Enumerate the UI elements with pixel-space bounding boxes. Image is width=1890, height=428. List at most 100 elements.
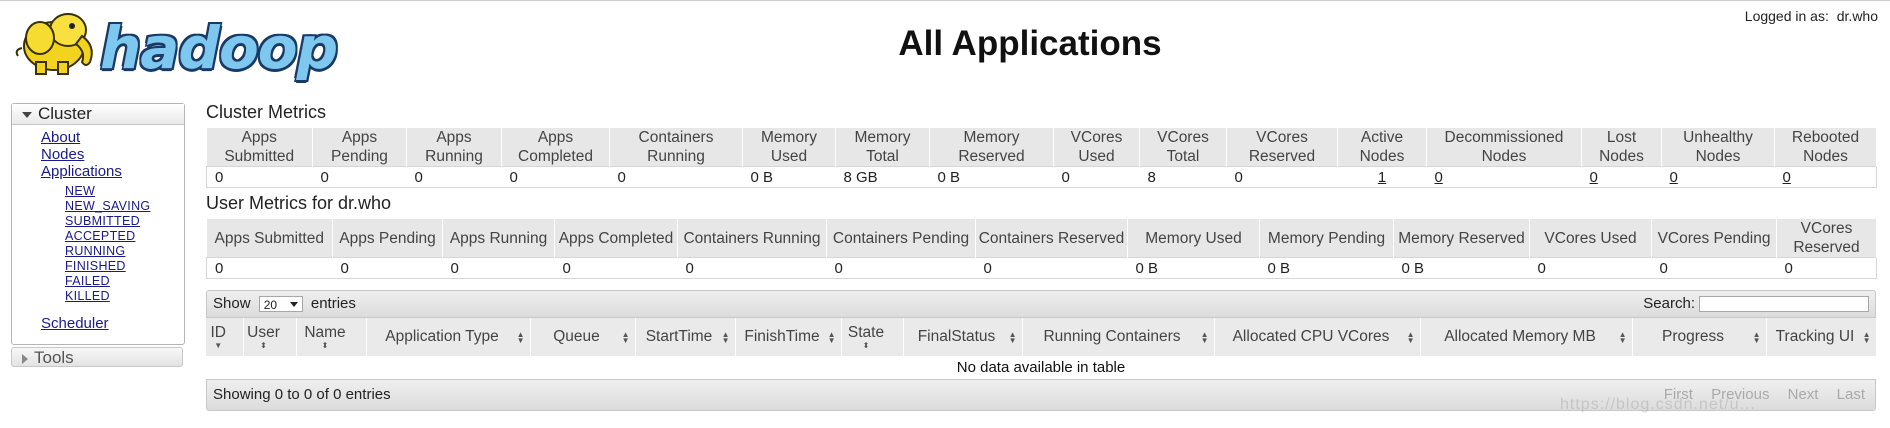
col-header-finishtime[interactable]: FinishTime ▲▼ [735, 318, 842, 356]
cm-header: Memory Reserved [929, 128, 1054, 167]
nav-link-state-accepted[interactable]: ACCEPTED [65, 229, 136, 243]
cm-value: 8 [1139, 166, 1227, 188]
rebooted-nodes-link[interactable]: 0 [1782, 168, 1791, 186]
um-value: 0 [1776, 257, 1877, 279]
sort-icon: ▲▼ [516, 330, 525, 345]
cm-value: 8 GB [835, 166, 930, 188]
caret-down-icon [289, 302, 298, 308]
sort-icon: ⬍ [260, 341, 267, 350]
nav-link-state-new[interactable]: NEW [65, 184, 96, 198]
col-header-id[interactable]: ID▼ [206, 318, 244, 356]
cluster-nav-header[interactable]: Cluster [12, 104, 184, 125]
nav-link-state-running[interactable]: RUNNING [65, 244, 126, 258]
col-label: Progress [1661, 328, 1725, 345]
col-header-queue[interactable]: Queue▲▼ [530, 318, 636, 356]
um-value: 0 B [1393, 257, 1530, 279]
cm-header: Lost Nodes [1581, 128, 1662, 167]
nav-link-state-submitted[interactable]: SUBMITTED [65, 214, 140, 228]
cm-value: 0 [312, 166, 407, 188]
cm-value: 0 B [929, 166, 1054, 188]
col-header-allocated-cpu-vcores[interactable]: Allocated CPU VCores▲▼ [1214, 318, 1421, 356]
col-header-application-type[interactable]: Application Type ▲▼ [366, 318, 531, 356]
sort-icon: ▲▼ [1618, 330, 1627, 345]
lost-nodes-link[interactable]: 0 [1589, 168, 1598, 186]
cluster-nav: Cluster About Nodes Applications NEW NEW… [11, 103, 185, 345]
table-footer: Showing 0 to 0 of 0 entries First Previo… [206, 379, 1876, 411]
cluster-metrics-table: Apps Submitted Apps Pending Apps Running… [206, 128, 1877, 188]
search-input[interactable] [1699, 296, 1869, 313]
col-header-allocated-memory-mb[interactable]: Allocated Memory MB ▲▼ [1420, 318, 1633, 356]
unhealthy-nodes-link[interactable]: 0 [1669, 168, 1678, 186]
cm-value: 0 [1226, 166, 1338, 188]
um-value: 0 [975, 257, 1128, 279]
tools-nav-header[interactable]: Tools [11, 347, 183, 367]
nav-link-about[interactable]: About [41, 129, 81, 146]
pager-last-button[interactable]: Last [1836, 386, 1865, 403]
col-label: Application Type [385, 328, 499, 345]
entries-label: entries [310, 295, 356, 312]
cm-value: 0 [206, 166, 313, 188]
sort-icon: ▼ [214, 341, 223, 350]
um-header: VCores Reserved [1776, 219, 1877, 258]
um-header: Memory Used [1127, 219, 1260, 258]
logged-in-label: Logged in as: [1744, 8, 1829, 24]
show-label: Show [213, 295, 251, 312]
col-header-running-containers[interactable]: Running Containers▲▼ [1022, 318, 1215, 356]
um-value: 0 [826, 257, 976, 279]
cm-value: 0 [501, 166, 610, 188]
active-nodes-link[interactable]: 1 [1377, 168, 1387, 186]
logo-text: hadoop [100, 14, 338, 82]
col-header-starttime[interactable]: StartTime▲▼ [635, 318, 736, 356]
col-label: Name [304, 324, 346, 341]
cm-header: Apps Submitted [206, 128, 313, 167]
um-value: 0 B [1259, 257, 1394, 279]
logged-in-status: Logged in as: dr.who [1741, 8, 1878, 24]
nav-link-applications[interactable]: Applications [41, 163, 122, 180]
col-label: State [847, 324, 885, 341]
sort-icon: ▲▼ [621, 330, 630, 345]
col-header-progress[interactable]: Progress▲▼ [1632, 318, 1767, 356]
col-label: User [247, 324, 280, 341]
cm-header: Unhealthy Nodes [1661, 128, 1775, 167]
sort-icon: ▲▼ [827, 330, 836, 345]
page-size-select[interactable]: 20 [258, 296, 303, 313]
elephant-icon [15, 13, 93, 75]
cm-value: 0 [1053, 166, 1140, 188]
top-border [0, 0, 1890, 1]
cm-header: Memory Used [742, 128, 836, 167]
col-header-user[interactable]: User⬍ [243, 318, 297, 356]
um-header: Memory Reserved [1393, 219, 1530, 258]
triangle-down-icon [22, 111, 32, 118]
col-label: FinishTime [744, 328, 820, 345]
nav-link-nodes[interactable]: Nodes [41, 146, 85, 163]
pager-first-button[interactable]: First [1663, 386, 1693, 403]
search-box: Search: [1643, 291, 1869, 317]
pager-next-button[interactable]: Next [1787, 386, 1819, 403]
cm-header: Apps Running [406, 128, 502, 167]
nav-link-state-failed[interactable]: FAILED [65, 274, 110, 288]
um-value: 0 [554, 257, 678, 279]
um-header: VCores Pending [1651, 219, 1777, 258]
col-header-name[interactable]: Name⬍ [296, 318, 367, 356]
col-header-finalstatus[interactable]: FinalStatus▲▼ [903, 318, 1023, 356]
nav-link-state-killed[interactable]: KILLED [65, 289, 110, 303]
nav-link-scheduler[interactable]: Scheduler [41, 315, 109, 332]
um-value: 0 B [1127, 257, 1260, 279]
um-value: 0 [332, 257, 443, 279]
um-value: 0 [677, 257, 827, 279]
sort-icon: ▲▼ [1008, 330, 1017, 345]
decommissioned-nodes-link[interactable]: 0 [1434, 168, 1443, 186]
col-header-state[interactable]: State⬍ [841, 318, 904, 356]
hadoop-logo[interactable]: hadoop [12, 6, 338, 82]
sort-icon: ⬍ [321, 341, 329, 350]
user-metrics-table: Apps Submitted Apps Pending Apps Running… [206, 219, 1877, 279]
nav-link-state-finished[interactable]: FINISHED [65, 259, 126, 273]
nav-link-state-new-saving[interactable]: NEW_SAVING [65, 199, 151, 213]
um-header: VCores Used [1529, 219, 1652, 258]
um-value: 0 [442, 257, 555, 279]
col-label: Allocated Memory MB [1444, 328, 1596, 345]
cm-header: Apps Completed [501, 128, 610, 167]
cm-header: VCores Total [1139, 128, 1227, 167]
col-header-tracking-ui[interactable]: Tracking UI▲▼ [1766, 318, 1877, 356]
pager-previous-button[interactable]: Previous [1711, 386, 1770, 403]
